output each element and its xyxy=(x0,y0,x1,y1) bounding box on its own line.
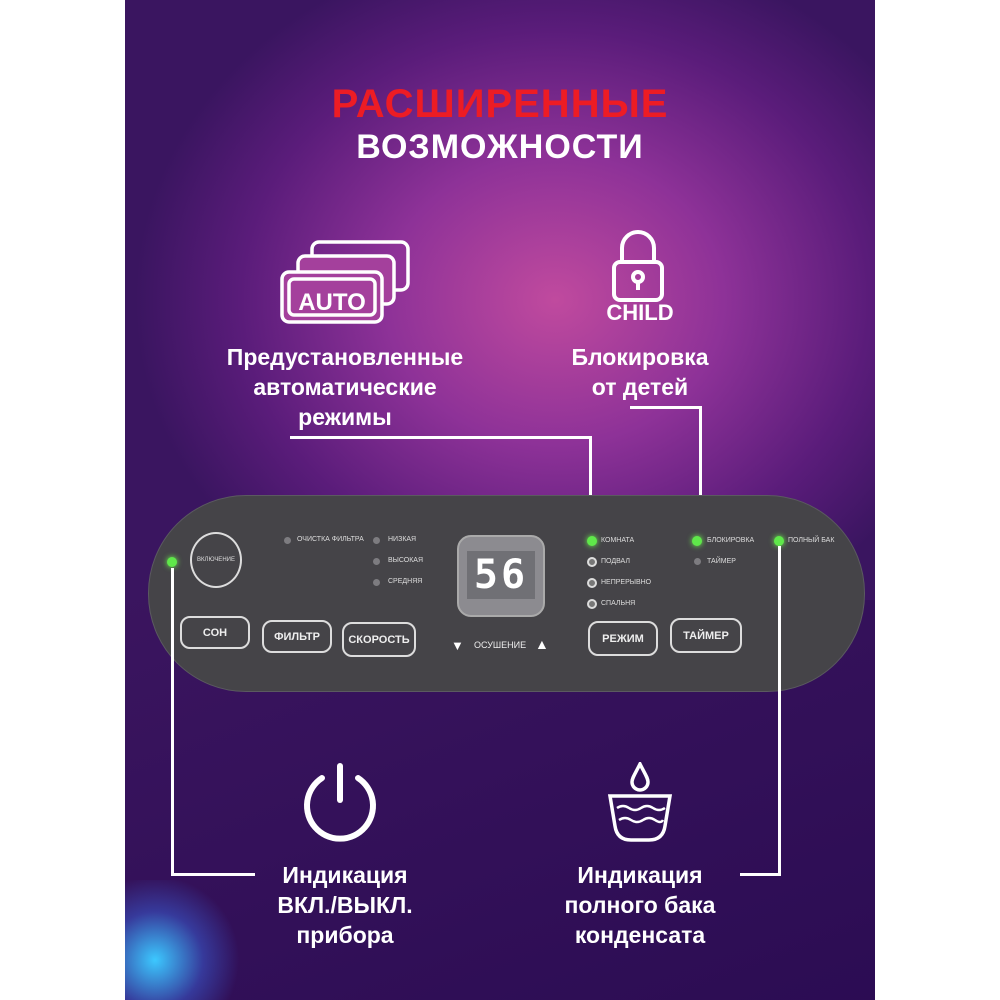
tank-caption: Индикация полного бака конденсата xyxy=(520,860,760,950)
caption-line: конденсата xyxy=(574,922,706,948)
auto-icon-text: AUTO xyxy=(298,289,366,316)
caption-line: от детей xyxy=(591,374,689,400)
mode-continuous-led xyxy=(587,578,597,588)
timer-button[interactable]: ТАЙМЕР xyxy=(670,618,742,653)
child-icon-text: CHILD xyxy=(606,300,674,325)
lock-label: БЛОКИРОВКА xyxy=(707,537,755,544)
caption-line: режимы xyxy=(298,404,392,430)
humidity-label: ОСУШЕНИЕ xyxy=(474,640,527,650)
connector-line xyxy=(589,436,592,534)
mode-continuous-label: НЕПРЕРЫВНО xyxy=(601,579,652,586)
connector-line xyxy=(699,406,702,534)
connector-line xyxy=(740,873,781,876)
speed-medium-label: СРЕДНЯЯ xyxy=(388,578,423,585)
auto-caption: Предустановленные автоматические режимы xyxy=(190,342,500,432)
mode-basement-label: ПОДВАЛ xyxy=(601,558,630,565)
filter-button[interactable]: ФИЛЬТР xyxy=(262,620,332,653)
caption-line: ВКЛ./ВЫКЛ. xyxy=(277,892,413,918)
mode-button[interactable]: РЕЖИМ xyxy=(588,621,658,656)
timer-led xyxy=(694,558,701,565)
caption-line: Предустановленные xyxy=(226,344,464,370)
caption-line: полного бака xyxy=(564,892,716,918)
full-tank-led xyxy=(774,536,784,546)
water-tank-icon xyxy=(607,762,673,842)
filter-clean-label: ОЧИСТКА ФИЛЬТРА xyxy=(297,536,364,543)
mode-bedroom-label: СПАЛЬНЯ xyxy=(601,600,636,607)
connector-line xyxy=(630,406,702,409)
display-value: 56 xyxy=(467,551,535,599)
sleep-button[interactable]: СОН xyxy=(180,616,250,649)
connector-line xyxy=(778,546,781,876)
power-caption: Индикация ВКЛ./ВЫКЛ. прибора xyxy=(220,860,470,950)
speed-high-label: ВЫСОКАЯ xyxy=(388,557,424,564)
speed-led xyxy=(373,579,380,586)
mode-room-led xyxy=(587,536,597,546)
caption-line: автоматические xyxy=(253,374,437,400)
child-caption: Блокировка от детей xyxy=(540,342,740,402)
up-arrow-icon[interactable]: ▲ xyxy=(535,636,549,652)
caption-line: прибора xyxy=(296,922,394,948)
timer-label: ТАЙМЕР xyxy=(707,558,736,565)
power-led xyxy=(167,557,177,567)
control-panel xyxy=(148,495,865,692)
humidity-display: 56 xyxy=(457,535,545,617)
caption-line: Блокировка xyxy=(571,344,709,370)
caption-line: Индикация xyxy=(282,862,408,888)
mode-bedroom-led xyxy=(587,599,597,609)
auto-modes-icon xyxy=(280,240,410,324)
full-tank-label: ПОЛНЫЙ БАК xyxy=(788,537,835,544)
lock-icon xyxy=(612,230,664,302)
speed-low-label: НИЗКАЯ xyxy=(388,536,417,543)
filter-clean-led xyxy=(284,537,291,544)
mode-room-label: КОМНАТА xyxy=(601,537,635,544)
connector-line xyxy=(290,436,592,439)
title-white: ВОЗМОЖНОСТИ xyxy=(356,128,644,166)
power-button[interactable]: ВКЛЮЧЕНИЕ xyxy=(190,532,242,588)
lock-led xyxy=(692,536,702,546)
mode-basement-led xyxy=(587,557,597,567)
connector-line xyxy=(171,873,255,876)
speed-led xyxy=(373,558,380,565)
power-icon xyxy=(304,763,376,842)
down-arrow-icon[interactable]: ▼ xyxy=(451,638,464,653)
connector-line xyxy=(171,568,174,876)
speed-led xyxy=(373,537,380,544)
title-red: РАСШИРЕННЫЕ xyxy=(331,82,669,126)
caption-line: Индикация xyxy=(577,862,703,888)
speed-button[interactable]: СКОРОСТЬ xyxy=(342,622,416,657)
